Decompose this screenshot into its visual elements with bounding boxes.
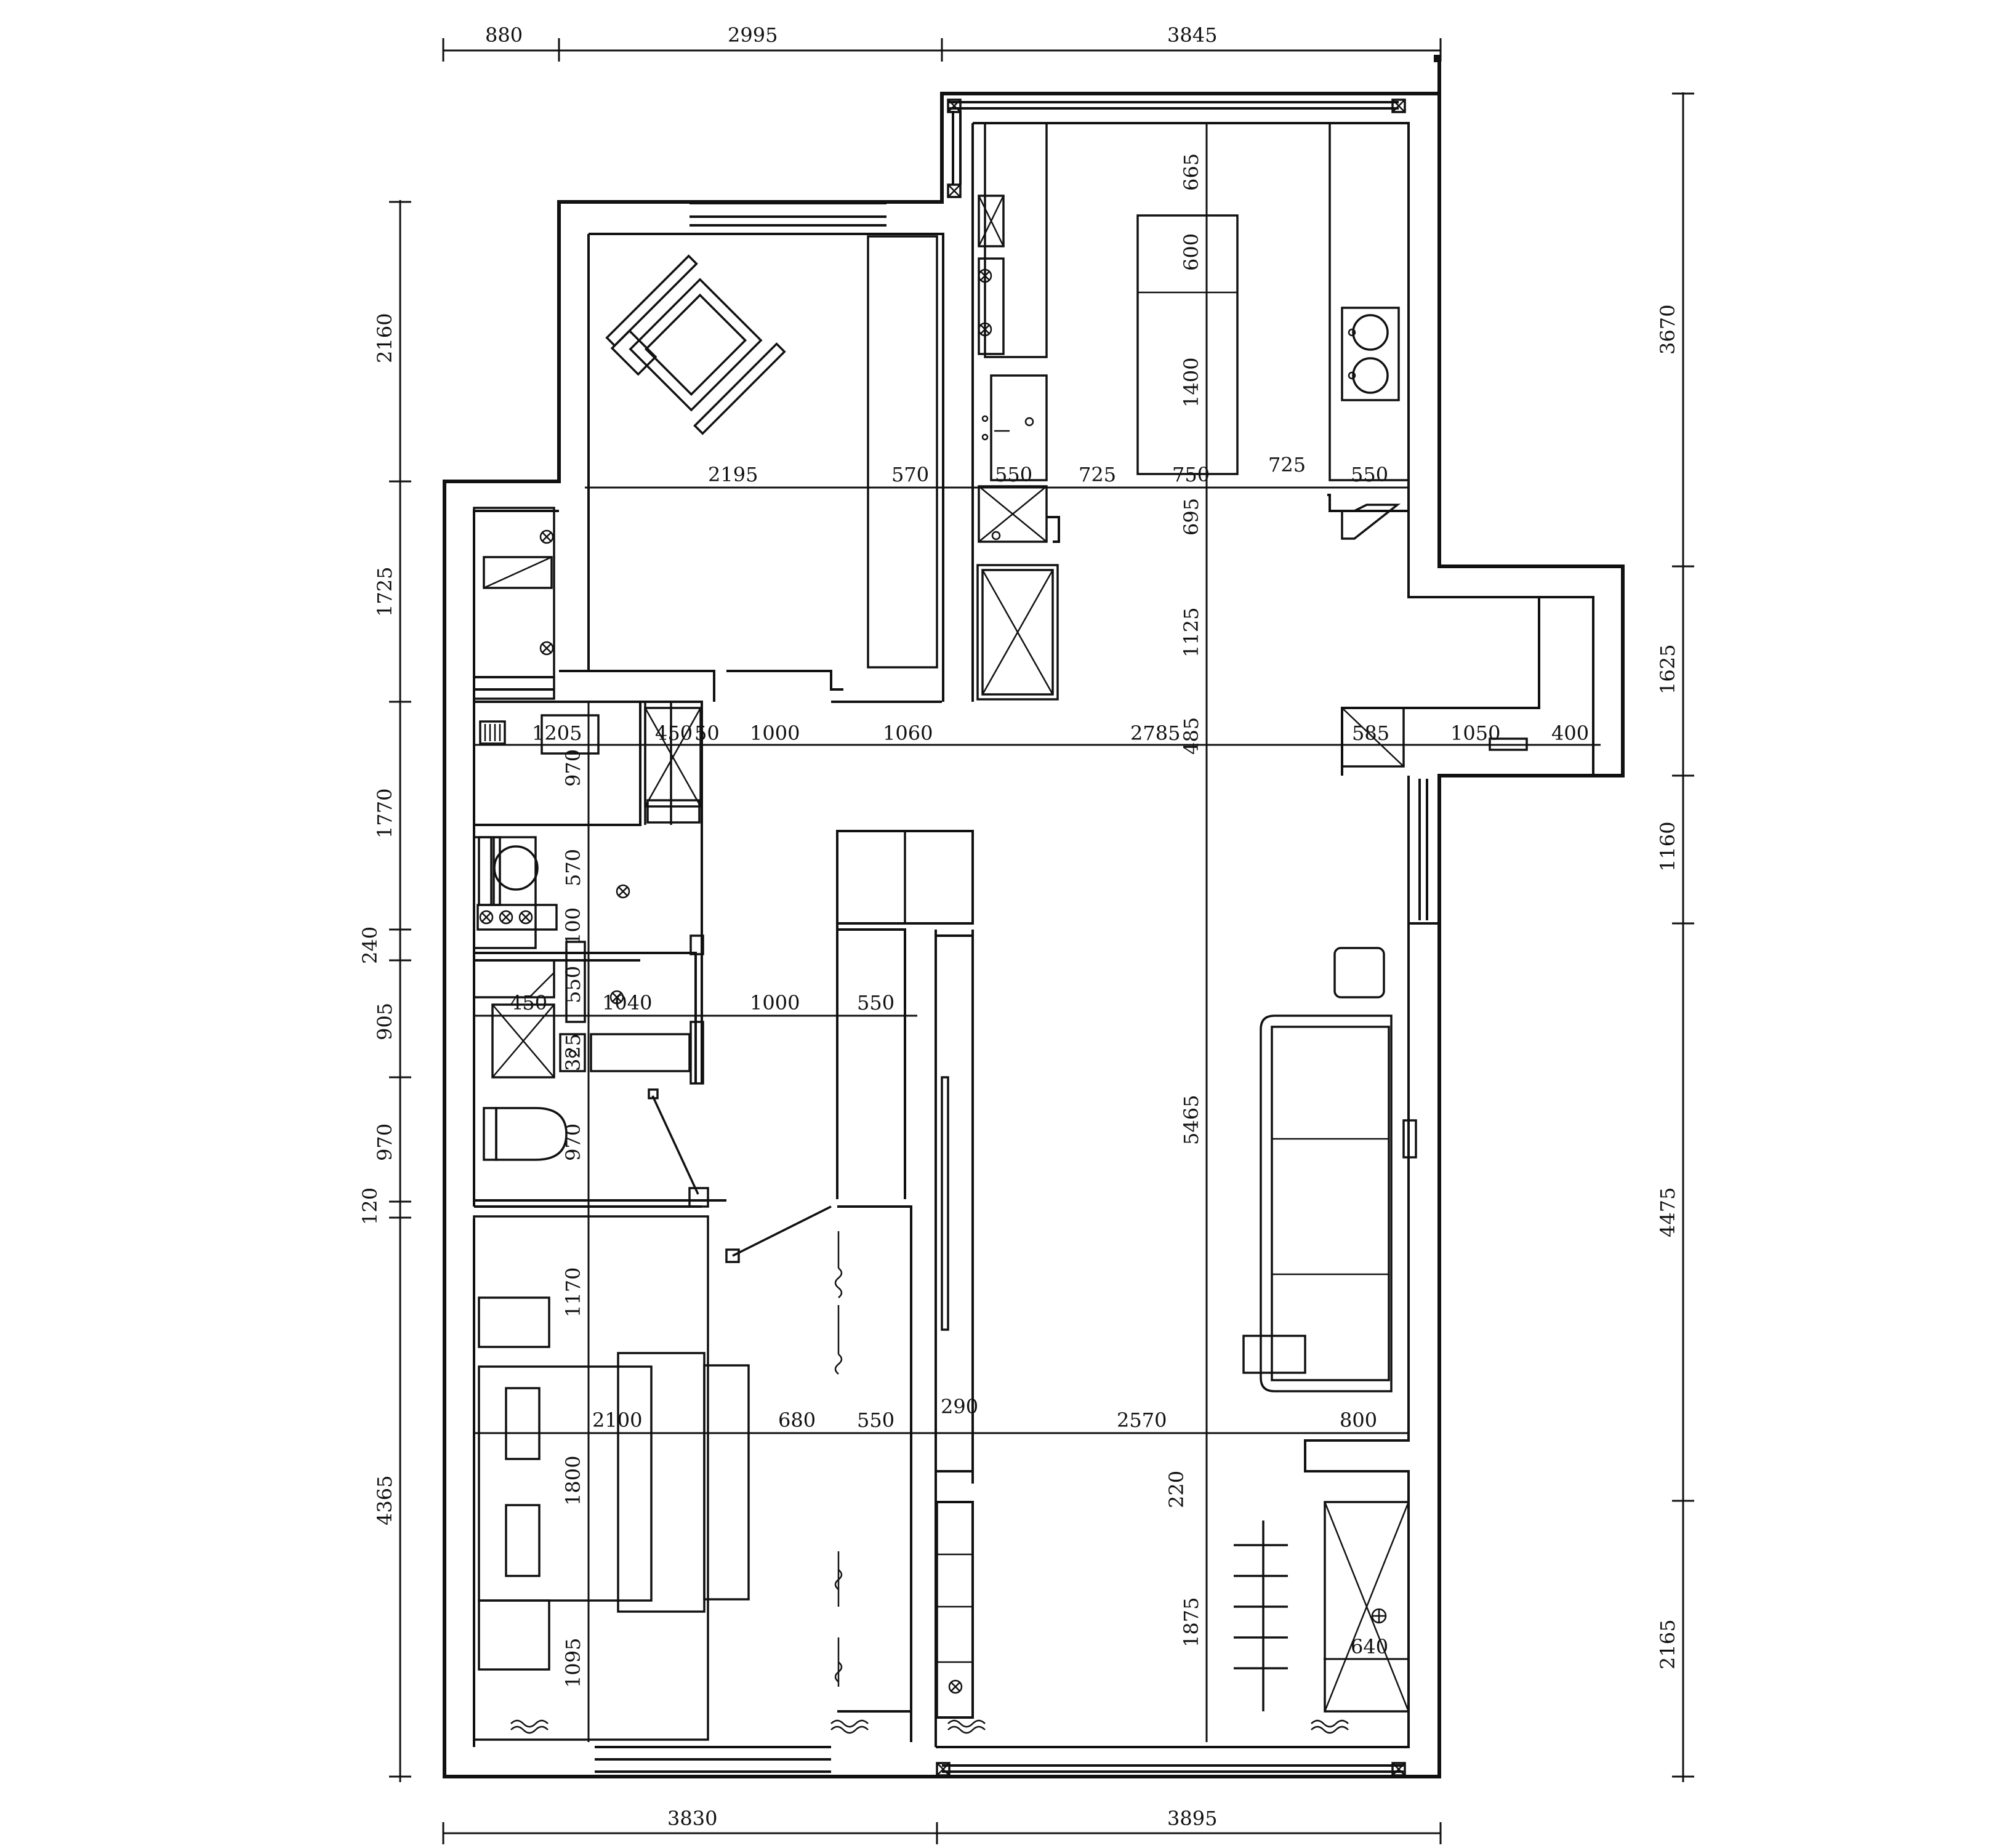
dim-top-3: 3845 [1167, 23, 1217, 47]
dim-bath-v-7: 1170 [561, 1267, 585, 1317]
dim-right-4: 4475 [1656, 1187, 1679, 1237]
dim-bath-h-4: 550 [857, 991, 894, 1014]
dim-liv-4: 290 [941, 1395, 978, 1418]
dim-liv-5: 2570 [1117, 1408, 1167, 1432]
bedroom-furniture [605, 235, 938, 669]
dim-left-4: 240 [358, 926, 382, 964]
dim-right-2: 1625 [1656, 645, 1679, 694]
dim-bath-h-2: 1040 [602, 991, 652, 1014]
dim-k-7: 5465 [1180, 1095, 1203, 1145]
living-furniture [936, 947, 1417, 1734]
laundry-furniture [473, 507, 702, 825]
kitchen-furniture [976, 123, 1528, 768]
dim-liv-6: 800 [1340, 1408, 1377, 1432]
tall-cabinet [976, 564, 1059, 701]
dim-liv-3: 550 [857, 1408, 894, 1432]
dim-bath-v-8: 1800 [561, 1456, 585, 1506]
dining-table [617, 1352, 706, 1613]
dim-bed-6: 725 [1268, 453, 1306, 476]
dim-left-2: 1725 [373, 567, 396, 617]
dim-left-7: 120 [358, 1187, 382, 1225]
dim-cor-8: 1050 [1450, 721, 1500, 745]
ottoman [1333, 947, 1385, 998]
dim-top-2: 2995 [728, 23, 778, 47]
fridge [978, 195, 1005, 247]
dim-left-6: 970 [373, 1123, 396, 1161]
dim-cor-1: 1205 [532, 721, 582, 745]
dim-k-8: 220 [1165, 1471, 1188, 1508]
dim-left-3: 1770 [373, 789, 396, 838]
dim-right-1: 3670 [1656, 305, 1679, 355]
dim-k-6: 485 [1180, 717, 1203, 755]
dim-bed-5: 750 [1172, 463, 1210, 486]
exterior-walls [443, 55, 1625, 1778]
dim-bottom-1: 3830 [667, 1807, 717, 1830]
sofa [1260, 1014, 1393, 1392]
dim-cor-2: 450 [655, 721, 693, 745]
dim-cor-4: 1000 [750, 721, 800, 745]
dim-bed-2: 570 [891, 463, 929, 486]
dim-k-3: 1400 [1180, 358, 1203, 408]
dim-bed-3: 550 [995, 463, 1032, 486]
dim-bath-h-3: 1000 [750, 991, 800, 1014]
dim-bath-v-2: 570 [561, 849, 585, 886]
dim-left-8: 4365 [373, 1476, 396, 1525]
dim-liv-2: 680 [778, 1408, 816, 1432]
dim-liv-1: 2100 [592, 1408, 642, 1432]
dim-right-3: 1160 [1656, 822, 1679, 872]
dim-bath-v-6: 970 [561, 1123, 585, 1161]
dimension-lines [389, 38, 1694, 1844]
dim-cor-6: 2785 [1130, 721, 1180, 745]
dim-bath-v-5: 325 [561, 1034, 585, 1071]
basin-icon [493, 845, 539, 891]
dim-cor-9: 400 [1551, 721, 1589, 745]
dim-left-5: 905 [373, 1003, 396, 1040]
dim-k-4: 695 [1180, 498, 1203, 536]
coat-rack [1234, 1521, 1288, 1711]
toilet-icon [495, 1107, 568, 1161]
dim-bottom-2: 3895 [1167, 1807, 1217, 1830]
dim-bath-v-9: 1095 [561, 1638, 585, 1688]
dim-k-1: 665 [1180, 153, 1203, 191]
dim-misc-1: 640 [1351, 1635, 1388, 1658]
dim-bed-4: 725 [1079, 463, 1116, 486]
dim-right-5: 2165 [1656, 1620, 1679, 1669]
armchair-icon [605, 254, 786, 435]
dim-bath-h-1: 450 [510, 991, 547, 1014]
dim-k-5: 1125 [1180, 608, 1203, 657]
dim-cor-5: 1060 [883, 721, 933, 745]
dimension-labels: 880 2995 3845 3830 3895 2160 1725 1770 2… [358, 23, 1679, 1830]
bathroom-furniture [473, 836, 832, 1263]
dim-top-1: 880 [485, 23, 523, 47]
dim-bed-7: 550 [1351, 463, 1388, 486]
dim-k-2: 600 [1180, 233, 1203, 271]
dim-bath-v-1: 970 [561, 749, 585, 787]
dim-bed-1: 2195 [708, 463, 758, 486]
dim-bath-v-3: 100 [561, 907, 585, 945]
dim-bath-v-4: 550 [561, 966, 585, 1003]
cooktop-icon [1341, 307, 1400, 401]
dim-cor-3: 50 [694, 721, 720, 745]
dining-furniture [473, 830, 974, 1741]
dim-k-9: 1875 [1180, 1597, 1203, 1647]
kitchen-island [1136, 214, 1239, 475]
wardrobe [867, 235, 938, 669]
sink-icon [990, 374, 1048, 481]
washer-icon [479, 720, 506, 745]
dim-left-1: 2160 [373, 313, 396, 363]
dim-cor-7: 585 [1352, 721, 1389, 745]
